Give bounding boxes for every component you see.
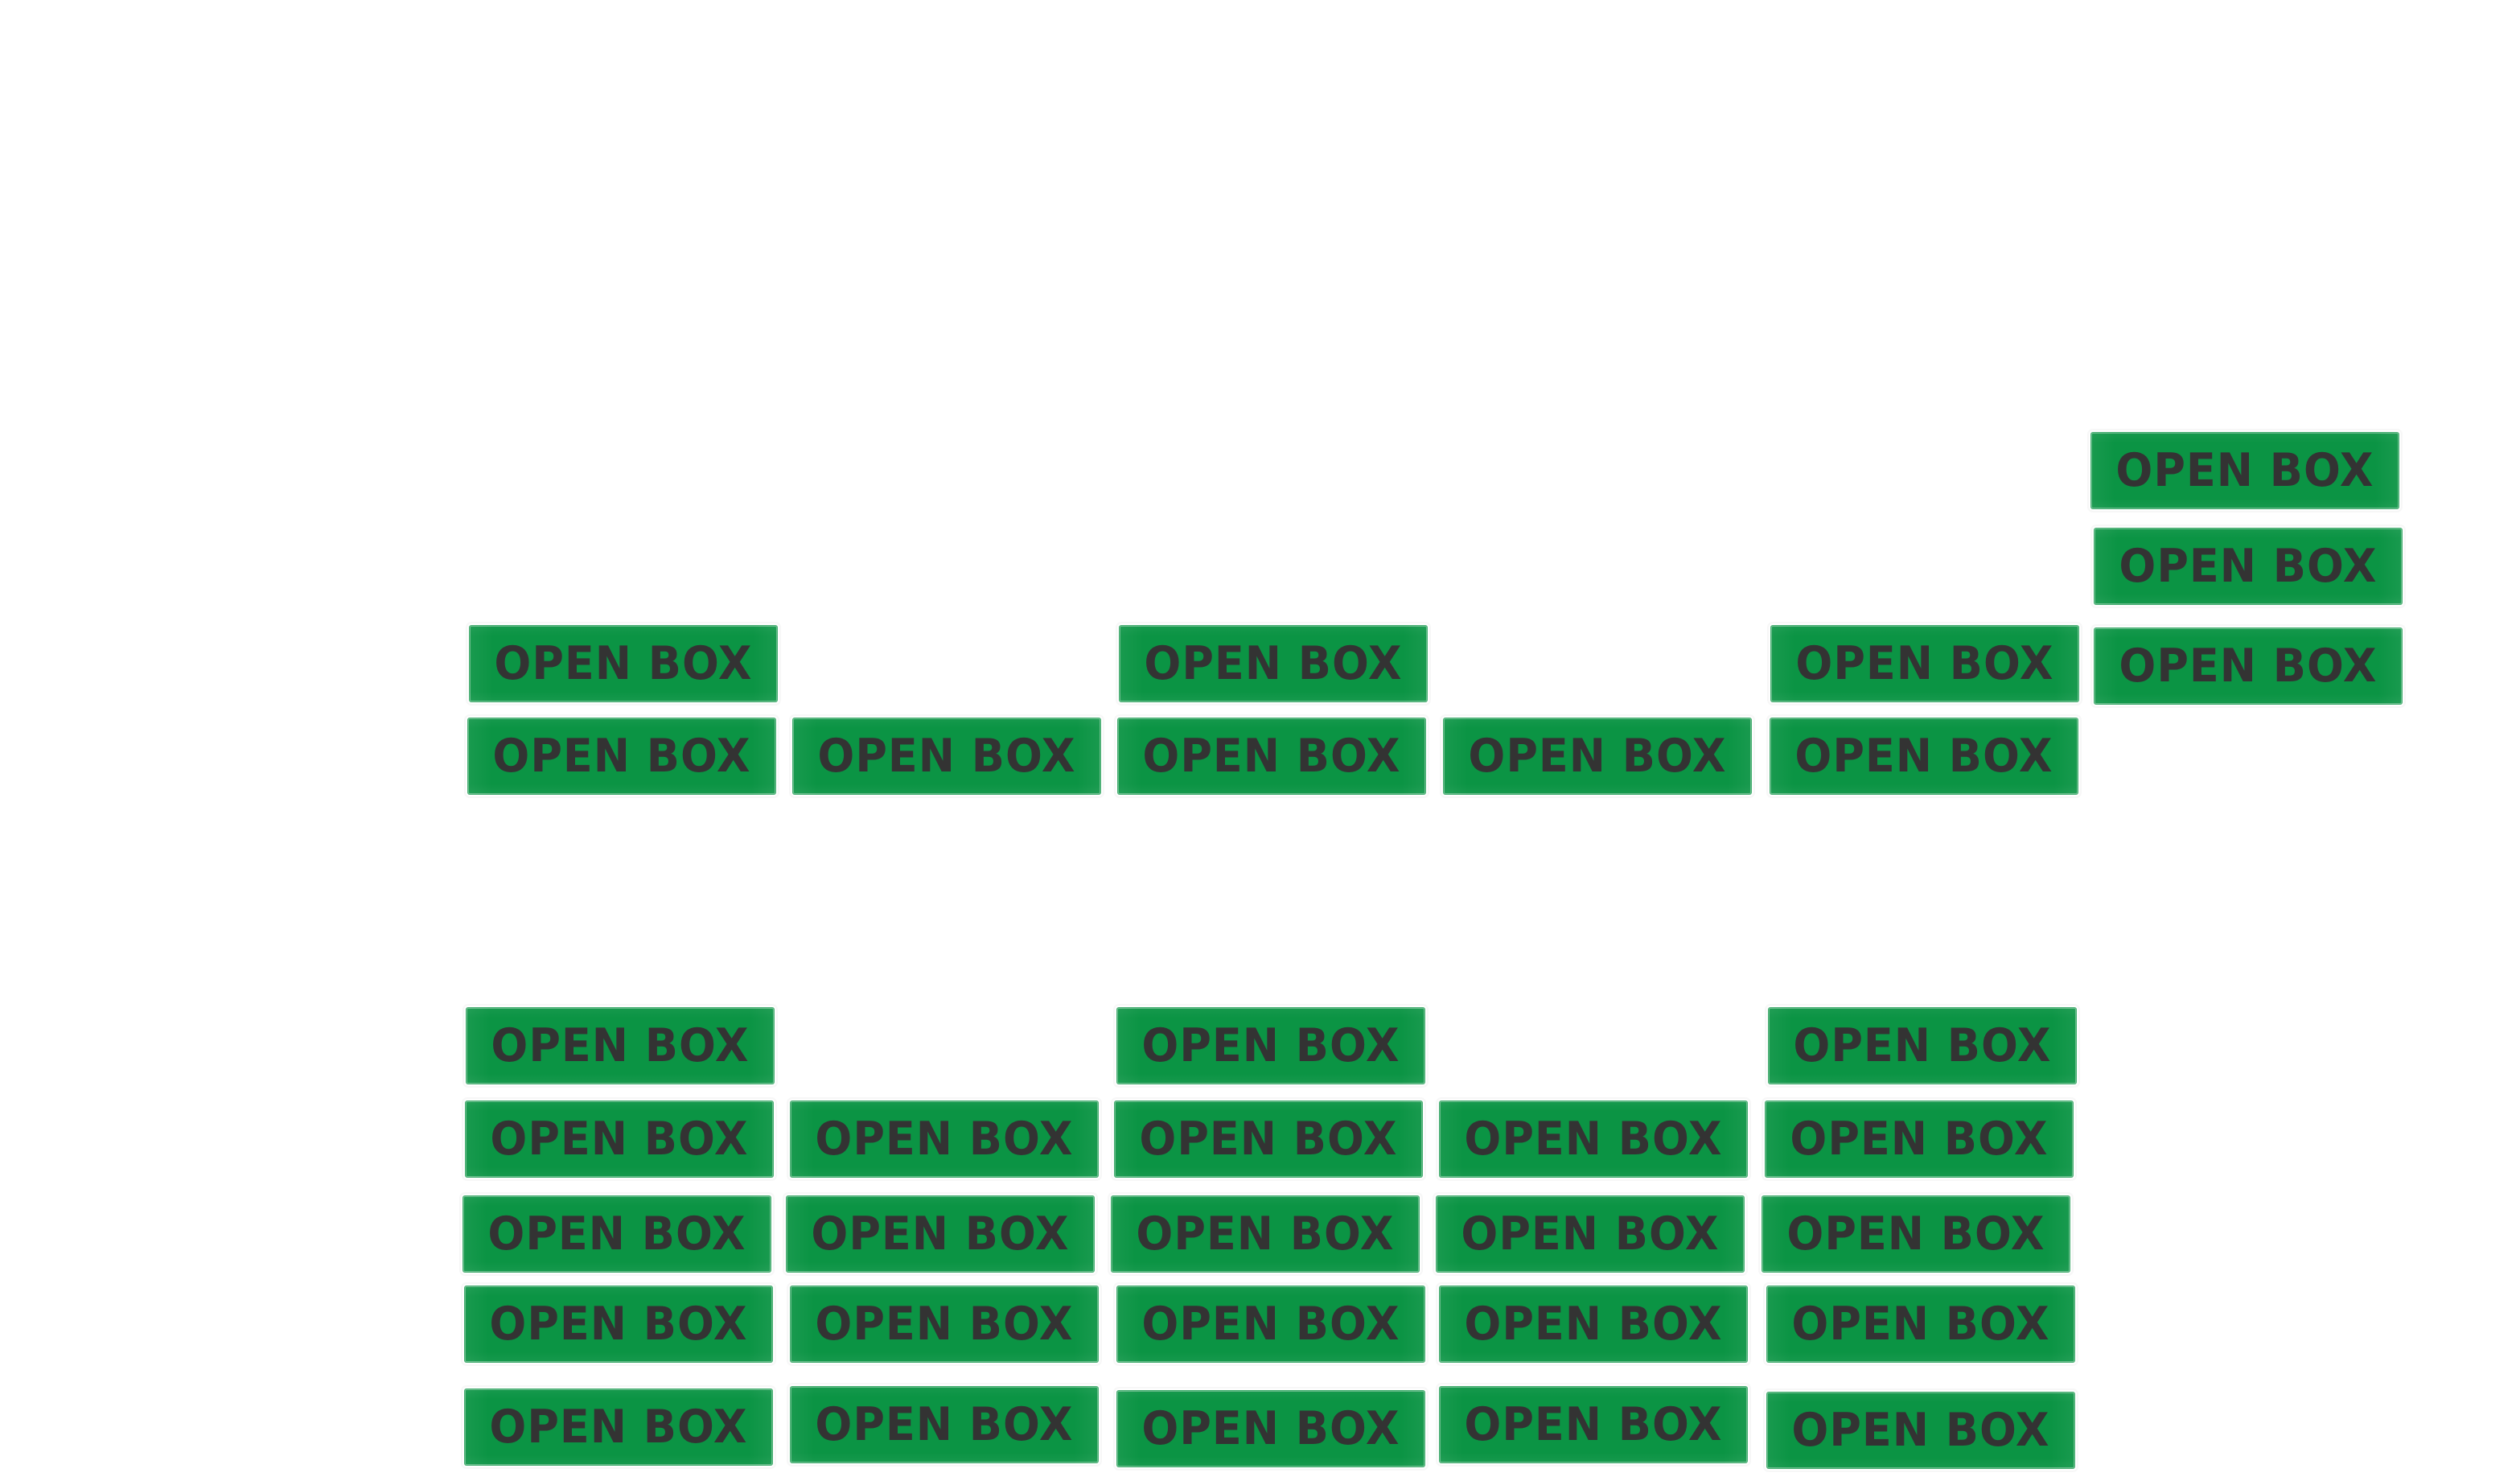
open-box-badge-label: OPEN BOX <box>2119 639 2378 693</box>
open-box-badge: OPEN BOX <box>469 625 778 702</box>
open-box-badge: OPEN BOX <box>792 718 1101 795</box>
open-box-badge: OPEN BOX <box>1117 718 1426 795</box>
open-box-badge: OPEN BOX <box>2090 432 2399 509</box>
open-box-badge: OPEN BOX <box>465 1100 774 1178</box>
open-box-badge-label: OPEN BOX <box>1142 729 1401 783</box>
open-box-badge: OPEN BOX <box>1114 1100 1423 1178</box>
open-box-badge-label: OPEN BOX <box>490 1112 749 1166</box>
open-box-badge-label: OPEN BOX <box>811 1207 1070 1261</box>
open-box-badge: OPEN BOX <box>1766 1392 2075 1469</box>
open-box-badge-label: OPEN BOX <box>1795 636 2054 690</box>
open-box-badge-label: OPEN BOX <box>815 1112 1074 1166</box>
open-box-badge: OPEN BOX <box>1439 1100 1748 1178</box>
open-box-badge-label: OPEN BOX <box>1144 636 1403 690</box>
open-box-badge: OPEN BOX <box>2094 627 2403 705</box>
open-box-badge: OPEN BOX <box>1116 1390 1425 1467</box>
open-box-badge: OPEN BOX <box>1770 718 2078 795</box>
open-box-badge: OPEN BOX <box>790 1386 1099 1463</box>
open-box-badge-label: OPEN BOX <box>1464 1397 1723 1451</box>
open-box-badge: OPEN BOX <box>1111 1195 1420 1273</box>
open-box-badge-label: OPEN BOX <box>815 1397 1074 1451</box>
open-box-badge: OPEN BOX <box>1439 1286 1748 1363</box>
open-box-badge: OPEN BOX <box>790 1100 1099 1178</box>
open-box-badge: OPEN BOX <box>2094 528 2403 605</box>
open-box-badge: OPEN BOX <box>466 1007 775 1084</box>
open-box-badge: OPEN BOX <box>462 1195 771 1273</box>
open-box-badge-label: OPEN BOX <box>2119 539 2378 593</box>
open-box-badge: OPEN BOX <box>1439 1386 1748 1463</box>
open-box-badge-label: OPEN BOX <box>1464 1297 1723 1351</box>
open-box-badge: OPEN BOX <box>786 1195 1095 1273</box>
open-box-badge-label: OPEN BOX <box>1141 1297 1400 1351</box>
open-box-badge-label: OPEN BOX <box>1791 1297 2050 1351</box>
open-box-badge-label: OPEN BOX <box>494 636 753 690</box>
open-box-badge: OPEN BOX <box>1766 1286 2075 1363</box>
open-box-badge-label: OPEN BOX <box>2115 443 2374 497</box>
open-box-badge-label: OPEN BOX <box>1141 1018 1400 1072</box>
open-box-badge: OPEN BOX <box>464 1286 773 1363</box>
open-box-badge-label: OPEN BOX <box>1461 1207 1720 1261</box>
open-box-badge-label: OPEN BOX <box>491 1018 750 1072</box>
open-box-badge: OPEN BOX <box>467 718 776 795</box>
open-box-badge-label: OPEN BOX <box>492 729 751 783</box>
open-box-badge-label: OPEN BOX <box>489 1297 748 1351</box>
open-box-badge-label: OPEN BOX <box>1139 1112 1398 1166</box>
open-box-badge: OPEN BOX <box>1762 1195 2070 1273</box>
open-box-badge: OPEN BOX <box>1768 1007 2077 1084</box>
open-box-badge-label: OPEN BOX <box>487 1207 746 1261</box>
open-box-badge: OPEN BOX <box>1765 1100 2074 1178</box>
open-box-badge: OPEN BOX <box>464 1388 773 1466</box>
open-box-badge: OPEN BOX <box>1116 1286 1425 1363</box>
open-box-badge: OPEN BOX <box>1116 1007 1425 1084</box>
open-box-badge-label: OPEN BOX <box>1790 1112 2049 1166</box>
open-box-badge: OPEN BOX <box>1443 718 1752 795</box>
open-box-badge: OPEN BOX <box>790 1286 1099 1363</box>
open-box-badge: OPEN BOX <box>1119 625 1428 702</box>
open-box-badge-label: OPEN BOX <box>1786 1207 2045 1261</box>
open-box-badge-label: OPEN BOX <box>1468 729 1727 783</box>
open-box-badge-label: OPEN BOX <box>815 1297 1074 1351</box>
open-box-badge-label: OPEN BOX <box>1791 1403 2050 1457</box>
open-box-badge: OPEN BOX <box>1770 625 2079 702</box>
open-box-badge-label: OPEN BOX <box>1136 1207 1395 1261</box>
open-box-badge-label: OPEN BOX <box>1464 1112 1723 1166</box>
open-box-badge-label: OPEN BOX <box>817 729 1076 783</box>
open-box-badge: OPEN BOX <box>1436 1195 1745 1273</box>
open-box-badge-label: OPEN BOX <box>1794 729 2053 783</box>
open-box-badge-label: OPEN BOX <box>489 1400 748 1454</box>
open-box-badge-label: OPEN BOX <box>1141 1401 1400 1455</box>
open-box-badge-label: OPEN BOX <box>1793 1018 2052 1072</box>
